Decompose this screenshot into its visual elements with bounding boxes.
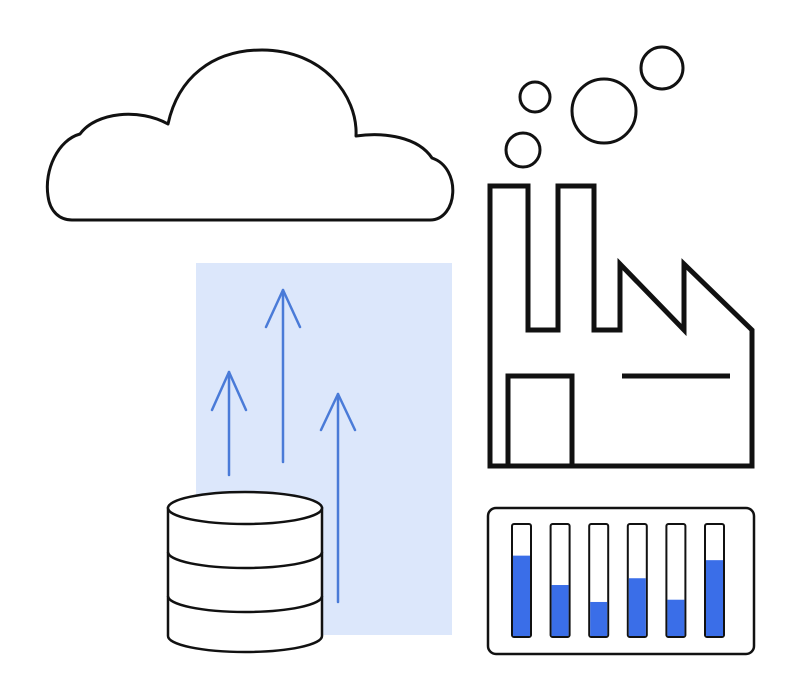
meter-fill <box>706 560 723 636</box>
database-icon <box>166 490 324 654</box>
level-meter <box>626 523 648 638</box>
arrow-up-icon <box>264 288 302 464</box>
smoke-bubbles <box>504 45 685 169</box>
bubble <box>504 131 542 169</box>
meter-fill <box>551 585 569 636</box>
meter-fill <box>628 578 646 636</box>
bubble <box>518 80 552 114</box>
upload-arrows <box>210 288 357 604</box>
arrow-up-icon <box>210 370 248 477</box>
level-meter <box>704 523 725 638</box>
meter-fill <box>513 555 530 636</box>
bubble <box>570 77 638 145</box>
level-meter <box>549 523 571 638</box>
arrow-up-icon <box>319 392 357 604</box>
level-meter <box>511 523 532 638</box>
level-meter-panel <box>486 506 756 656</box>
bubble <box>639 45 685 91</box>
cloud-icon <box>45 48 455 222</box>
level-meter <box>665 523 687 638</box>
meter-fill <box>590 601 608 636</box>
meter-fill <box>667 599 685 636</box>
factory-door <box>505 373 575 469</box>
level-meter <box>588 523 610 638</box>
factory-icon <box>487 183 755 469</box>
